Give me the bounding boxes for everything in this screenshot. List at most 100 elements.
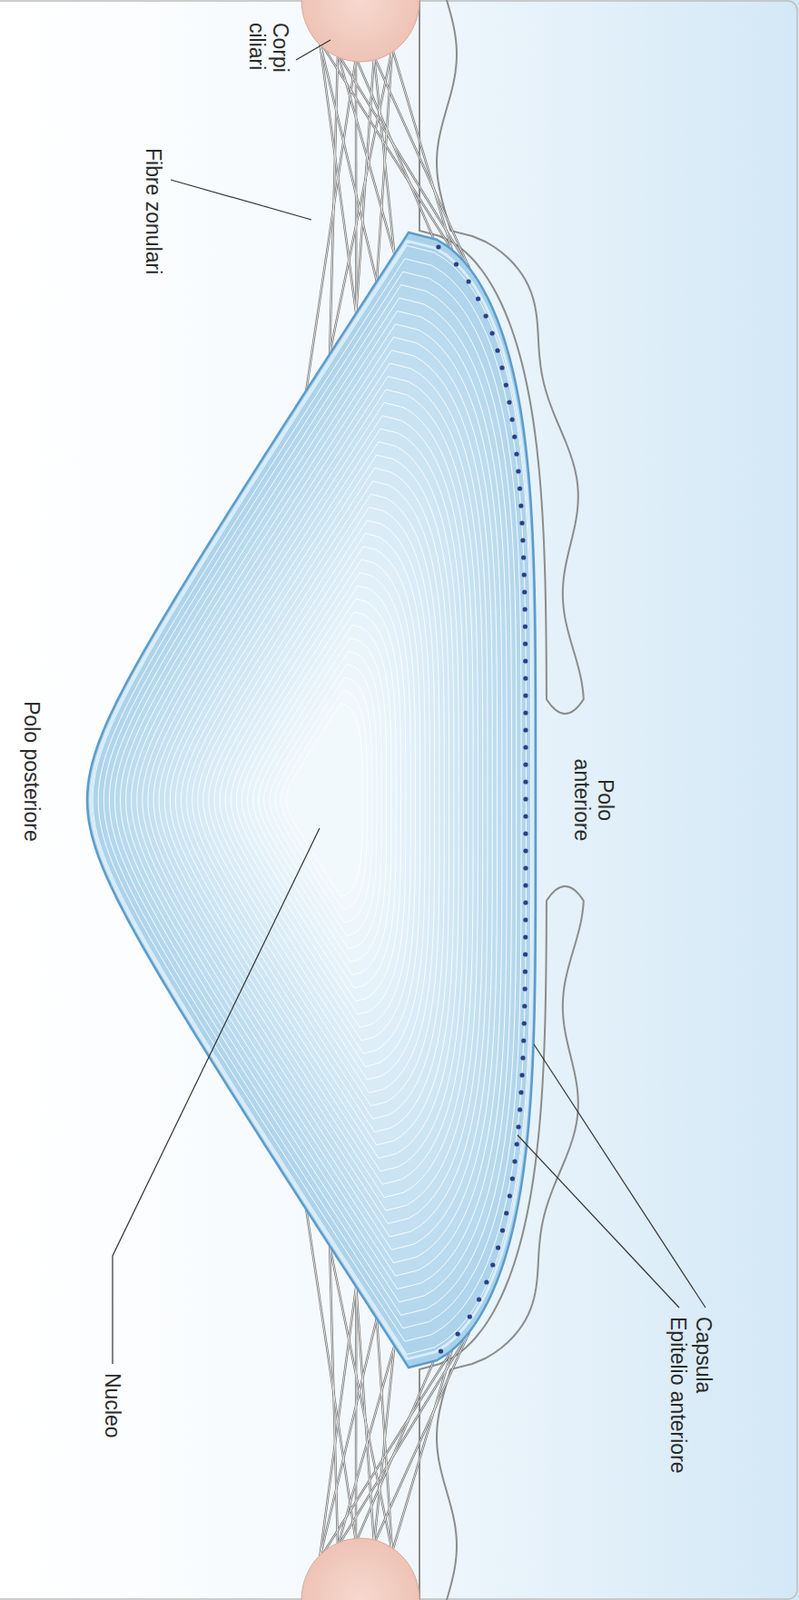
zonular-fiber <box>329 1245 338 1547</box>
epithelial-nucleus <box>509 416 514 422</box>
lens-fiber-layer <box>219 546 421 1054</box>
leader-line <box>170 179 312 220</box>
zonular-fiber <box>329 1245 338 1547</box>
lens-fiber-layer <box>175 442 459 1159</box>
epithelial-nucleus <box>503 382 509 387</box>
epithelial-nucleus <box>467 1313 473 1319</box>
epithelial-nucleus <box>483 1279 489 1284</box>
zonular-fiber <box>329 53 338 355</box>
lens-fiber-layer <box>208 520 430 1080</box>
epithelial-nucleus <box>522 899 528 905</box>
epithelial-nucleus <box>490 330 495 336</box>
zonular-fiber <box>355 58 358 314</box>
epithelial-nucleus <box>522 606 528 612</box>
zonular-fiber <box>392 48 453 250</box>
lens-fiber-layer <box>280 690 367 909</box>
lens-fiber-layer <box>164 415 469 1185</box>
epithelial-nucleus <box>475 295 481 301</box>
epithelial-nucleus <box>435 244 441 249</box>
lens-fiber-layer <box>158 402 474 1197</box>
zonular-fiber <box>376 48 393 282</box>
epithelial-nucleus <box>514 1141 520 1146</box>
zonular-fiber <box>337 1345 395 1547</box>
leader-line <box>295 39 331 60</box>
zonular-fiber <box>355 58 357 314</box>
label-holder: Nucleo <box>100 1372 125 1439</box>
lens-fiber-layer <box>197 493 440 1106</box>
zonular-fiber <box>355 1286 375 1544</box>
lens-fiber-layer <box>108 285 516 1316</box>
epithelial-nucleus <box>522 968 528 974</box>
epithelial-nucleus <box>515 468 521 474</box>
part-label: Epitelio anteriore <box>666 1316 691 1474</box>
part-label: Polo anteriore <box>569 740 618 859</box>
epithelial-nucleus <box>522 761 528 767</box>
epithelial-nucleus <box>522 830 528 836</box>
epithelial-nucleus <box>522 986 528 991</box>
lens-capsule <box>90 240 533 1359</box>
zonular-fiber <box>392 48 453 250</box>
epithelial-nucleus <box>500 1227 505 1233</box>
lens-fiber-layer <box>153 389 478 1211</box>
epithelial-nucleus <box>438 1348 444 1353</box>
lens-fiber-layer <box>120 310 508 1289</box>
leader-line <box>533 1044 706 1308</box>
lens-fiber-layer <box>142 363 488 1237</box>
lens-fiber-layer <box>180 454 454 1145</box>
epithelial-nucleus <box>476 1296 482 1302</box>
epithelial-nucleus <box>522 1003 527 1008</box>
zonular-fiber <box>337 53 395 255</box>
epithelial-nucleus <box>518 1089 523 1095</box>
epithelial-nucleus <box>522 710 528 715</box>
epithelial-nucleus <box>483 313 488 318</box>
leader-line <box>517 1134 680 1308</box>
epithelial-nucleus <box>521 554 526 560</box>
epithelial-nucleus <box>507 1193 513 1198</box>
label-holder: Fibre zonulari <box>141 147 166 275</box>
epithelial-nucleus <box>522 658 528 663</box>
epithelial-nucleus <box>522 917 528 922</box>
epithelial-nucleus <box>499 364 504 370</box>
epithelial-nucleus <box>519 520 524 525</box>
lens-fiber-layer <box>275 677 373 923</box>
lens-fiber-layer <box>269 664 377 937</box>
part-label: Corpi ciliari <box>244 22 293 96</box>
epithelial-nucleus <box>506 399 512 405</box>
zonular-fiber <box>319 1286 356 1559</box>
zonular-fiber <box>355 1286 357 1542</box>
lens-fiber-layer <box>241 598 401 1001</box>
lens-fiber-layer <box>187 467 450 1132</box>
epithelial-nucleus <box>522 865 528 870</box>
zonular-fiber <box>355 1286 375 1544</box>
epithelial-nucleus <box>522 779 528 784</box>
epithelial-nucleus <box>522 796 528 801</box>
epithelial-nucleus <box>495 1244 501 1250</box>
label-holder: Capsula <box>691 1316 716 1393</box>
epithelial-nucleus <box>521 1037 526 1043</box>
anterior-epithelium <box>435 244 528 1353</box>
epithelial-nucleus <box>453 261 459 267</box>
zonular-fiber <box>355 56 375 314</box>
epithelial-nucleus <box>522 623 528 629</box>
lens <box>87 232 536 1368</box>
ciliary-body <box>301 1538 420 1600</box>
lens-fiber-layer <box>137 350 493 1251</box>
zonular-fiber <box>319 1286 356 1559</box>
lens-fiber-layer <box>103 271 522 1329</box>
epithelial-nucleus <box>518 503 523 508</box>
epithelial-nucleus <box>513 451 519 456</box>
leader-lines <box>112 39 706 1364</box>
epithelial-nucleus <box>522 744 528 750</box>
lens-fiber-layer <box>87 232 536 1368</box>
part-label: Nucleo <box>100 1372 125 1439</box>
epithelial-nucleus <box>455 1331 461 1336</box>
epithelial-nucleus <box>520 1055 525 1060</box>
leader-line <box>112 828 320 1364</box>
lens-fiber-layer <box>131 336 498 1263</box>
label-holder: Polo posteriore <box>19 700 44 842</box>
epithelial-nucleus <box>522 727 528 732</box>
zonular-fiber <box>319 40 356 314</box>
